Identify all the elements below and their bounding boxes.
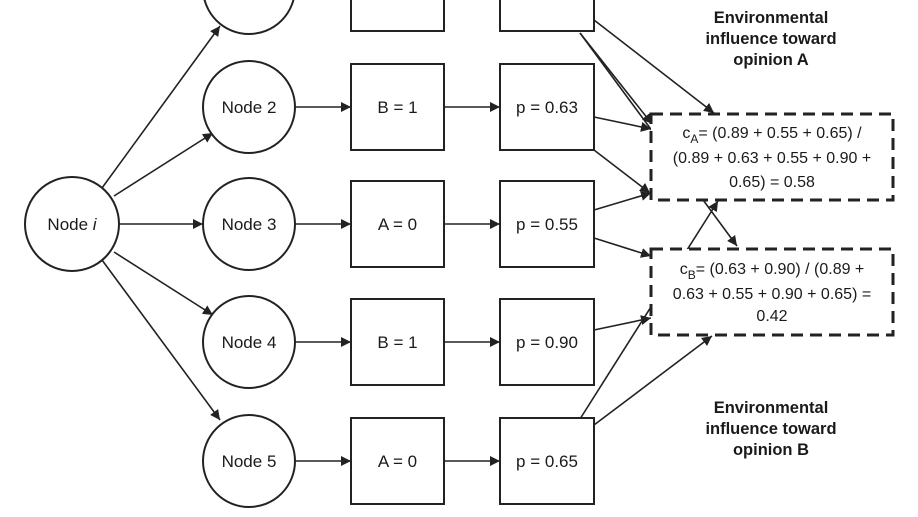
rows: Node 1A = 0p = 0.89Node 2B = 1p = 0.63No… (202, 0, 595, 508)
node-4-label: Node 4 (222, 333, 277, 352)
row-3: Node 3 A = 0 p = 0.55 (202, 177, 595, 271)
influence-a-formula-line-2: (0.89 + 0.63 + 0.55 + 0.90 + (673, 150, 871, 167)
node-5-label: Node 5 (222, 452, 277, 471)
node-3-label: Node 3 (222, 215, 277, 234)
row-5: Node 5 A = 0 p = 0.65 (202, 414, 595, 508)
influence-b-box: cB= (0.63 + 0.90) / (0.89 + 0.63 + 0.55 … (649, 247, 895, 337)
root-node-circle (24, 176, 120, 272)
influence-b-heading-line-3: opinion B (733, 441, 809, 459)
probability-label-5: p = 0.65 (516, 452, 578, 471)
state-label-5: A = 0 (378, 452, 417, 471)
influence-b-heading: Environmental influence toward opinion B (705, 399, 836, 459)
influence-a-frame (649, 112, 895, 202)
p2-to-influence-b-arrow (593, 149, 651, 194)
row-4: Node 4 B = 1 p = 0.90 (202, 295, 595, 389)
influence-b-formula-line-3: 0.42 (756, 308, 787, 325)
influence-a-box: cA= (0.89 + 0.55 + 0.65) / (0.89 + 0.63 … (649, 112, 895, 202)
influence-a-heading-line-1: Environmental (714, 9, 829, 27)
state-label-2: B = 1 (377, 98, 417, 117)
p3-to-influence-a-arrow (593, 191, 652, 211)
influence-a-formula-line-3: 0.65) = 0.58 (729, 174, 815, 191)
node-1-circle (203, 0, 295, 35)
state-box-3 (350, 180, 445, 268)
root-to-node-1-arrow (101, 25, 221, 189)
influence-b-formula-line-2: 0.63 + 0.55 + 0.90 + 0.65) = (673, 286, 871, 303)
root-to-node-4-arrow (113, 251, 214, 316)
probability-box-3 (499, 180, 595, 268)
influence-a-heading-line-3: opinion A (733, 51, 809, 69)
probability-box-5 (499, 417, 595, 505)
probability-box-2 (499, 63, 595, 151)
row-1: Node 1A = 0p = 0.89 (203, 0, 595, 35)
heading-a-pointer-arrow (593, 19, 715, 114)
node-3-circle (202, 177, 296, 271)
node-5-circle (202, 414, 296, 508)
p2-to-influence-a-arrow (593, 116, 652, 132)
edges (101, 19, 738, 466)
influence-b-heading-line-1: Environmental (714, 399, 829, 417)
state-label-4: B = 1 (377, 333, 417, 352)
state-box-2 (350, 63, 445, 151)
root-to-node-2-arrow (113, 132, 214, 197)
p3-to-influence-b-arrow (593, 237, 652, 258)
probability-label-2: p = 0.63 (516, 98, 578, 117)
influence-b-formula-line-1: cB= (0.63 + 0.90) / (0.89 + (680, 261, 865, 282)
state-box-5 (350, 417, 445, 505)
p5-to-influence-b-arrow (593, 335, 713, 426)
state-label-3: A = 0 (378, 215, 417, 234)
probability-box-1 (499, 0, 595, 32)
influence-b-frame (649, 247, 895, 337)
probability-box-4 (499, 298, 595, 386)
influence-a-heading-line-2: influence toward (705, 30, 836, 48)
root-node: Node i (24, 176, 120, 272)
probability-label-3: p = 0.55 (516, 215, 578, 234)
row-2: Node 2 B = 1 p = 0.63 (202, 60, 595, 154)
influence-a-heading: Environmental influence toward opinion A (705, 9, 836, 69)
influence-a-formula-line-1: cA= (0.89 + 0.55 + 0.65) / (682, 125, 862, 146)
p5-to-influence-a-arrow (579, 200, 719, 420)
node-2-label: Node 2 (222, 98, 277, 117)
node-2-circle (202, 60, 296, 154)
state-box-1 (350, 0, 445, 32)
state-box-4 (350, 298, 445, 386)
node-4-circle (202, 295, 296, 389)
p4-to-influence-b-arrow (593, 315, 652, 331)
root-node-label: Node i (47, 215, 97, 234)
root-to-node-5-arrow (101, 259, 221, 421)
probability-label-4: p = 0.90 (516, 333, 578, 352)
influence-b-heading-line-2: influence toward (705, 420, 836, 438)
